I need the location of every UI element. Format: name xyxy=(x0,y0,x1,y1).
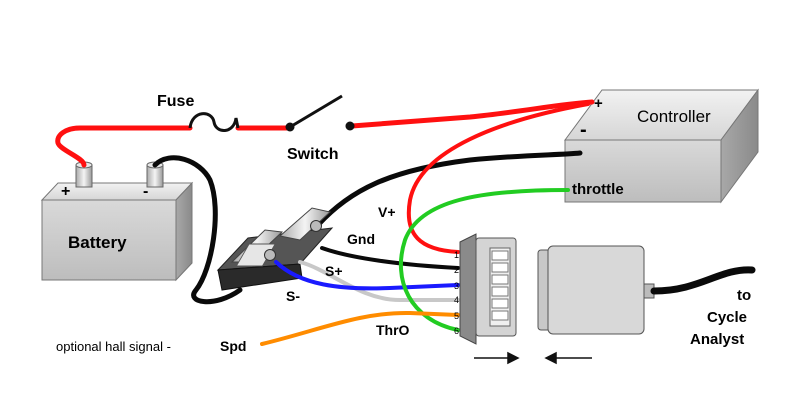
pin-number-6: 6 xyxy=(454,326,459,336)
sminus-wire xyxy=(274,260,460,291)
pin-number-3: 3 xyxy=(454,281,459,291)
vplus-wire xyxy=(406,102,590,254)
fuse-label: Fuse xyxy=(157,93,194,110)
connector-pin-slots xyxy=(491,250,509,321)
controller-minus-sign: - xyxy=(580,119,587,141)
cycle-analyst-analyst-label: Analyst xyxy=(690,331,744,348)
connector-plug: 1 2 3 4 5 6 xyxy=(454,233,517,345)
thro-label: ThrO xyxy=(376,322,410,338)
optional-hall-label: optional hall signal - xyxy=(56,339,171,354)
battery: + - Battery xyxy=(40,161,194,282)
cycle-analyst-connector xyxy=(537,245,756,335)
battery-plus-sign: + xyxy=(61,183,70,200)
shunt xyxy=(216,207,334,291)
throttle-wire xyxy=(399,188,570,332)
switch: Switch xyxy=(285,94,355,163)
cycle-analyst-cable xyxy=(650,266,756,295)
throttle-label: throttle xyxy=(572,181,624,198)
red-power-wire xyxy=(55,99,595,168)
switch-label: Switch xyxy=(287,146,339,163)
splus-label: S+ xyxy=(325,263,343,279)
black-controller-wire xyxy=(315,150,583,228)
insert-arrows xyxy=(474,351,592,365)
signal-wires xyxy=(260,102,590,346)
pin-number-2: 2 xyxy=(454,265,459,275)
cycle-analyst-to-label: to xyxy=(737,287,751,304)
gnd-label: Gnd xyxy=(347,231,375,247)
spd-label: Spd xyxy=(220,338,246,354)
fuse: Fuse xyxy=(157,93,240,132)
battery-minus-sign: - xyxy=(143,183,148,200)
controller-plus-sign: + xyxy=(594,95,603,112)
controller: + - Controller throttle xyxy=(564,88,759,204)
sminus-label: S- xyxy=(286,288,300,304)
cycle-analyst-cycle-label: Cycle xyxy=(707,309,747,326)
pin-number-5: 5 xyxy=(454,311,459,321)
controller-label: Controller xyxy=(637,107,711,126)
black-ground-wire xyxy=(152,155,243,305)
gnd-wire xyxy=(320,246,460,270)
pin-number-1: 1 xyxy=(454,250,459,260)
vplus-label: V+ xyxy=(378,204,396,220)
battery-label: Battery xyxy=(68,233,127,252)
spd-wire xyxy=(260,310,460,346)
pin-number-4: 4 xyxy=(454,295,459,305)
